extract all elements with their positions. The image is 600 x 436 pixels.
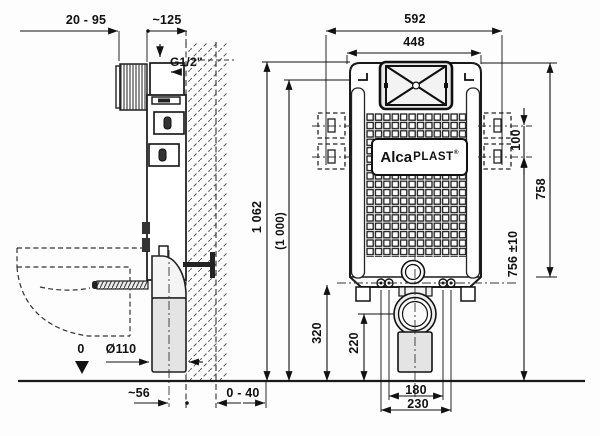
front-view <box>312 60 532 400</box>
dim-label-wall-finish: 0 - 40 <box>226 386 260 400</box>
wall-section <box>185 42 234 408</box>
dim-outlet-offset <box>134 399 189 407</box>
water-inlet-arrows <box>156 44 182 76</box>
hanger-rod <box>92 280 149 290</box>
dim-opening-width <box>346 49 482 64</box>
dim-label-fixing-height: 320 <box>310 322 324 344</box>
outlet-assembly-front <box>393 252 437 400</box>
outlet-elbow-side <box>142 222 187 407</box>
flush-plate-opening <box>358 60 474 111</box>
dim-label-outlet-height: 220 <box>347 332 361 354</box>
water-inlet-label: G1/2" <box>170 55 203 69</box>
dim-label-frame-height: 758 <box>534 178 548 200</box>
dim-label-bolt-spacing-inner: 180 <box>405 383 427 397</box>
dim-wall-finish <box>217 381 267 408</box>
dim-overall-width <box>325 27 503 165</box>
side-view <box>16 42 234 408</box>
tank-left-rail <box>350 87 366 279</box>
floor-datum-marker <box>75 361 89 374</box>
flush-bellows <box>115 63 148 111</box>
wc-bowl-outline <box>16 247 142 337</box>
dim-label-total-height: 1 062 <box>250 200 264 234</box>
dimension-lines <box>20 27 557 414</box>
brand-logo-bold: Alca <box>380 148 413 166</box>
dim-label-bolt-spacing-outer: 230 <box>407 397 429 411</box>
dim-label-outlet-offset: ~56 <box>128 386 150 400</box>
outlet-diameter-label: Ø110 <box>105 342 137 356</box>
brand-logo-light: PLAST <box>413 151 454 163</box>
dim-frame-height <box>481 62 557 278</box>
dim-label-opening-width: 448 <box>403 35 425 49</box>
dim-label-overall-width: 592 <box>404 12 426 26</box>
dim-bolt-spacing-outer <box>380 290 452 414</box>
dim-flush-pipe-range <box>20 27 120 61</box>
wall-brackets <box>312 112 532 170</box>
floor-datum-label: 0 <box>77 342 85 356</box>
tank-right-rail <box>465 87 481 279</box>
dim-label-reference-height: (1 000) <box>275 212 287 250</box>
dim-label-bracket-spacing: 100 <box>509 129 523 151</box>
dim-label-bracket-height: 756 ±10 <box>506 230 520 278</box>
bottom-inlet-fitting <box>400 259 426 285</box>
dim-label-flush-pipe-range: 20 - 95 <box>65 13 107 27</box>
dim-depth <box>146 27 187 62</box>
left-foot <box>355 286 371 302</box>
logo-plate <box>371 138 468 176</box>
dim-outlet-height <box>358 313 394 381</box>
perforated-panel <box>366 113 466 257</box>
right-foot <box>460 286 476 302</box>
dim-bolt-spacing-inner <box>388 290 444 400</box>
dim-label-depth: ~125 <box>152 13 182 27</box>
brand-logo-registered: ® <box>453 148 459 156</box>
